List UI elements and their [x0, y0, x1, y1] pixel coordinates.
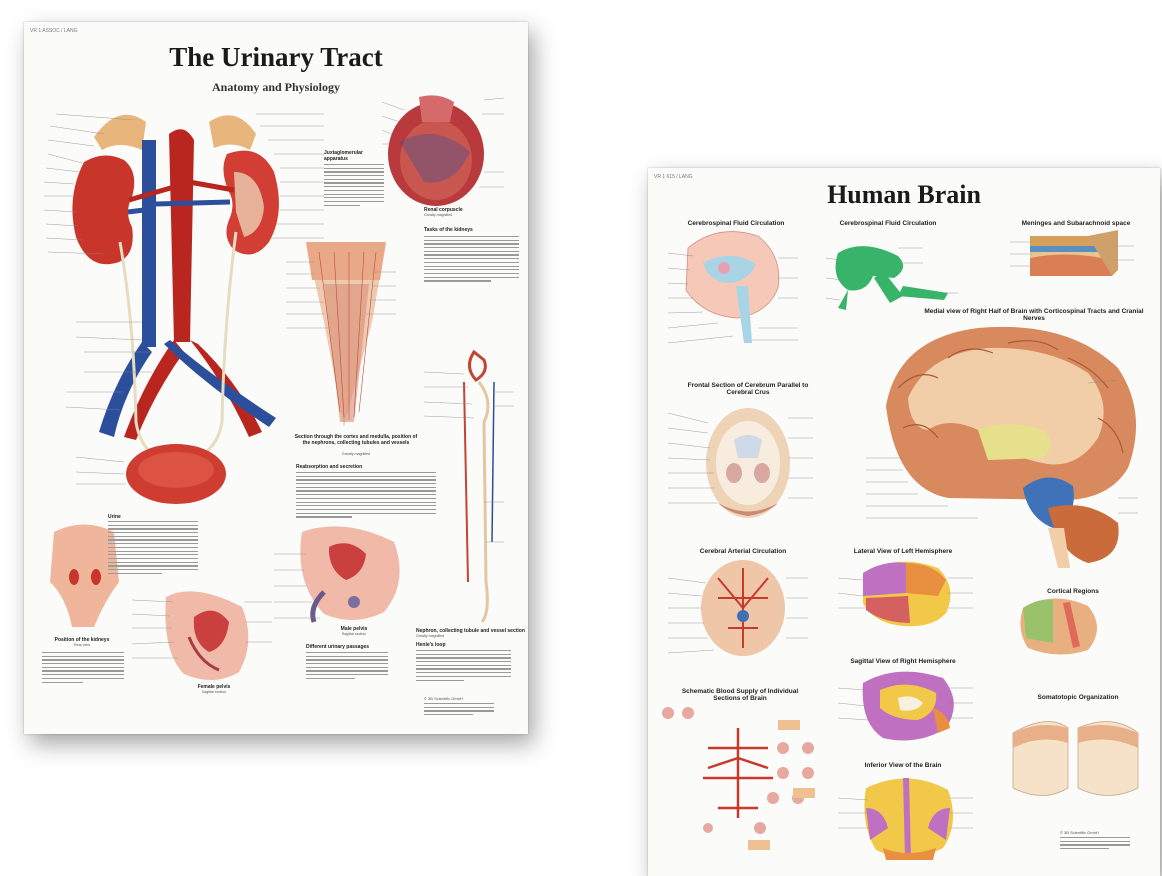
- sagittal-view-right: [862, 671, 954, 741]
- renal-pelvis: [234, 172, 264, 237]
- lateral-view-title: Lateral View of Left Hemisphere: [853, 548, 953, 555]
- meninges-block: [1030, 230, 1118, 276]
- frontal-section: [706, 408, 790, 518]
- urinary-tract-poster: VR 1 ASSOC / LANG The Urinary Tract Anat…: [24, 22, 528, 734]
- different-passages-caption: Different urinary passages: [306, 644, 370, 650]
- frontal-section-title: Frontal Section of Cerebrum Parallel to …: [687, 382, 809, 396]
- schematic-blood-supply: [662, 707, 815, 850]
- left-adrenal-gland: [94, 114, 146, 150]
- juxtaglomerular-caption: Juxtaglomerular apparatus: [324, 150, 363, 162]
- brain-illustrations: [662, 230, 1139, 860]
- left-ureter: [118, 241, 154, 456]
- section-cortex-note: Greatly magnified: [341, 452, 371, 456]
- arterial-circulation-title: Cerebral Arterial Circulation: [699, 548, 787, 555]
- tasks-caption: Tasks of the kidneys: [424, 227, 473, 233]
- inferior-view: [864, 777, 953, 860]
- tasks-text: [424, 236, 519, 284]
- different-passages-text: [306, 652, 388, 682]
- left-kidney: [72, 155, 135, 265]
- schematic-blood-supply-title: Schematic Blood Supply of Individual Sec…: [681, 688, 799, 702]
- male-pelvis-caption: Male pelvis: [340, 626, 368, 632]
- brain-publisher: © 3B Scientific GmbH: [1060, 830, 1099, 835]
- urine-caption: Urine: [108, 514, 121, 520]
- urinary-illustration: [43, 95, 514, 681]
- position-kidneys-note: Rear view: [74, 643, 90, 647]
- aorta: [169, 129, 194, 342]
- female-pelvis-caption: Female pelvis: [197, 684, 231, 690]
- juxtaglomerular-text: [324, 164, 384, 208]
- urine-text: [108, 521, 198, 576]
- csf-circulation-1: [685, 231, 780, 343]
- csf-circulation-title-2: Cerebrospinal Fluid Circulation: [839, 220, 937, 227]
- renal-corpuscle-note: Greatly magnified: [424, 213, 453, 217]
- female-pelvis-note: Sagittal section: [201, 690, 227, 694]
- brain-publisher-address: [1060, 837, 1130, 852]
- renal-corpuscle-caption: Renal corpuscle: [424, 207, 463, 213]
- nephron-caption: Nephron, collecting tubule and vessel se…: [416, 628, 525, 634]
- henle-caption: Henle's loop: [416, 642, 446, 648]
- cortical-regions-title: Cortical Regions: [1047, 588, 1099, 595]
- vena-cava: [142, 140, 156, 347]
- position-kidneys-caption: Position of the kidneys: [54, 637, 110, 643]
- somatotopic: [1012, 721, 1139, 796]
- somatotopic-title: Somatotopic Organization: [1037, 694, 1119, 701]
- poster-title: Human Brain: [827, 180, 981, 209]
- section-cortex-caption: Section through the cortex and medulla, …: [294, 434, 418, 446]
- torso-rear-view: [50, 524, 119, 627]
- inferior-view-title: Inferior View of the Brain: [864, 762, 942, 769]
- cortical-regions: [1020, 598, 1097, 655]
- reabsorption-caption: Reabsorption and secretion: [296, 464, 363, 470]
- csf-circulation-title-1: Cerebrospinal Fluid Circulation: [687, 220, 785, 227]
- medial-brain-view: [886, 326, 1136, 568]
- poster-code: VR 1 ASSOC / LANG: [30, 28, 78, 34]
- position-kidneys-text: [42, 652, 124, 685]
- poster-title: The Urinary Tract: [169, 42, 383, 72]
- arterial-circulation: [701, 560, 785, 656]
- csf-circulation-2: [835, 246, 948, 310]
- nephron-note: Greatly magnified: [416, 634, 445, 638]
- medial-view-title: Medial view of Right Half of Brain with …: [924, 308, 1144, 322]
- male-pelvis-note: Sagittal section: [341, 632, 367, 636]
- sagittal-view-title: Sagittal View of Right Hemisphere: [850, 658, 956, 665]
- poster-code: VR 1 615 / LANG: [654, 174, 693, 180]
- urinary-publisher-address: [424, 703, 494, 718]
- human-brain-poster: VR 1 615 / LANG Human Brain: [648, 168, 1160, 876]
- henle-text: [416, 650, 511, 683]
- right-ureter: [203, 231, 238, 456]
- lateral-view-left: [863, 561, 951, 627]
- right-adrenal-gland: [209, 115, 256, 150]
- poster-subtitle: Anatomy and Physiology: [211, 80, 341, 94]
- reabsorption-text: [296, 472, 436, 520]
- meninges-title: Meninges and Subarachnoid space: [1021, 220, 1131, 227]
- urinary-publisher: © 3B Scientific GmbH: [424, 696, 463, 701]
